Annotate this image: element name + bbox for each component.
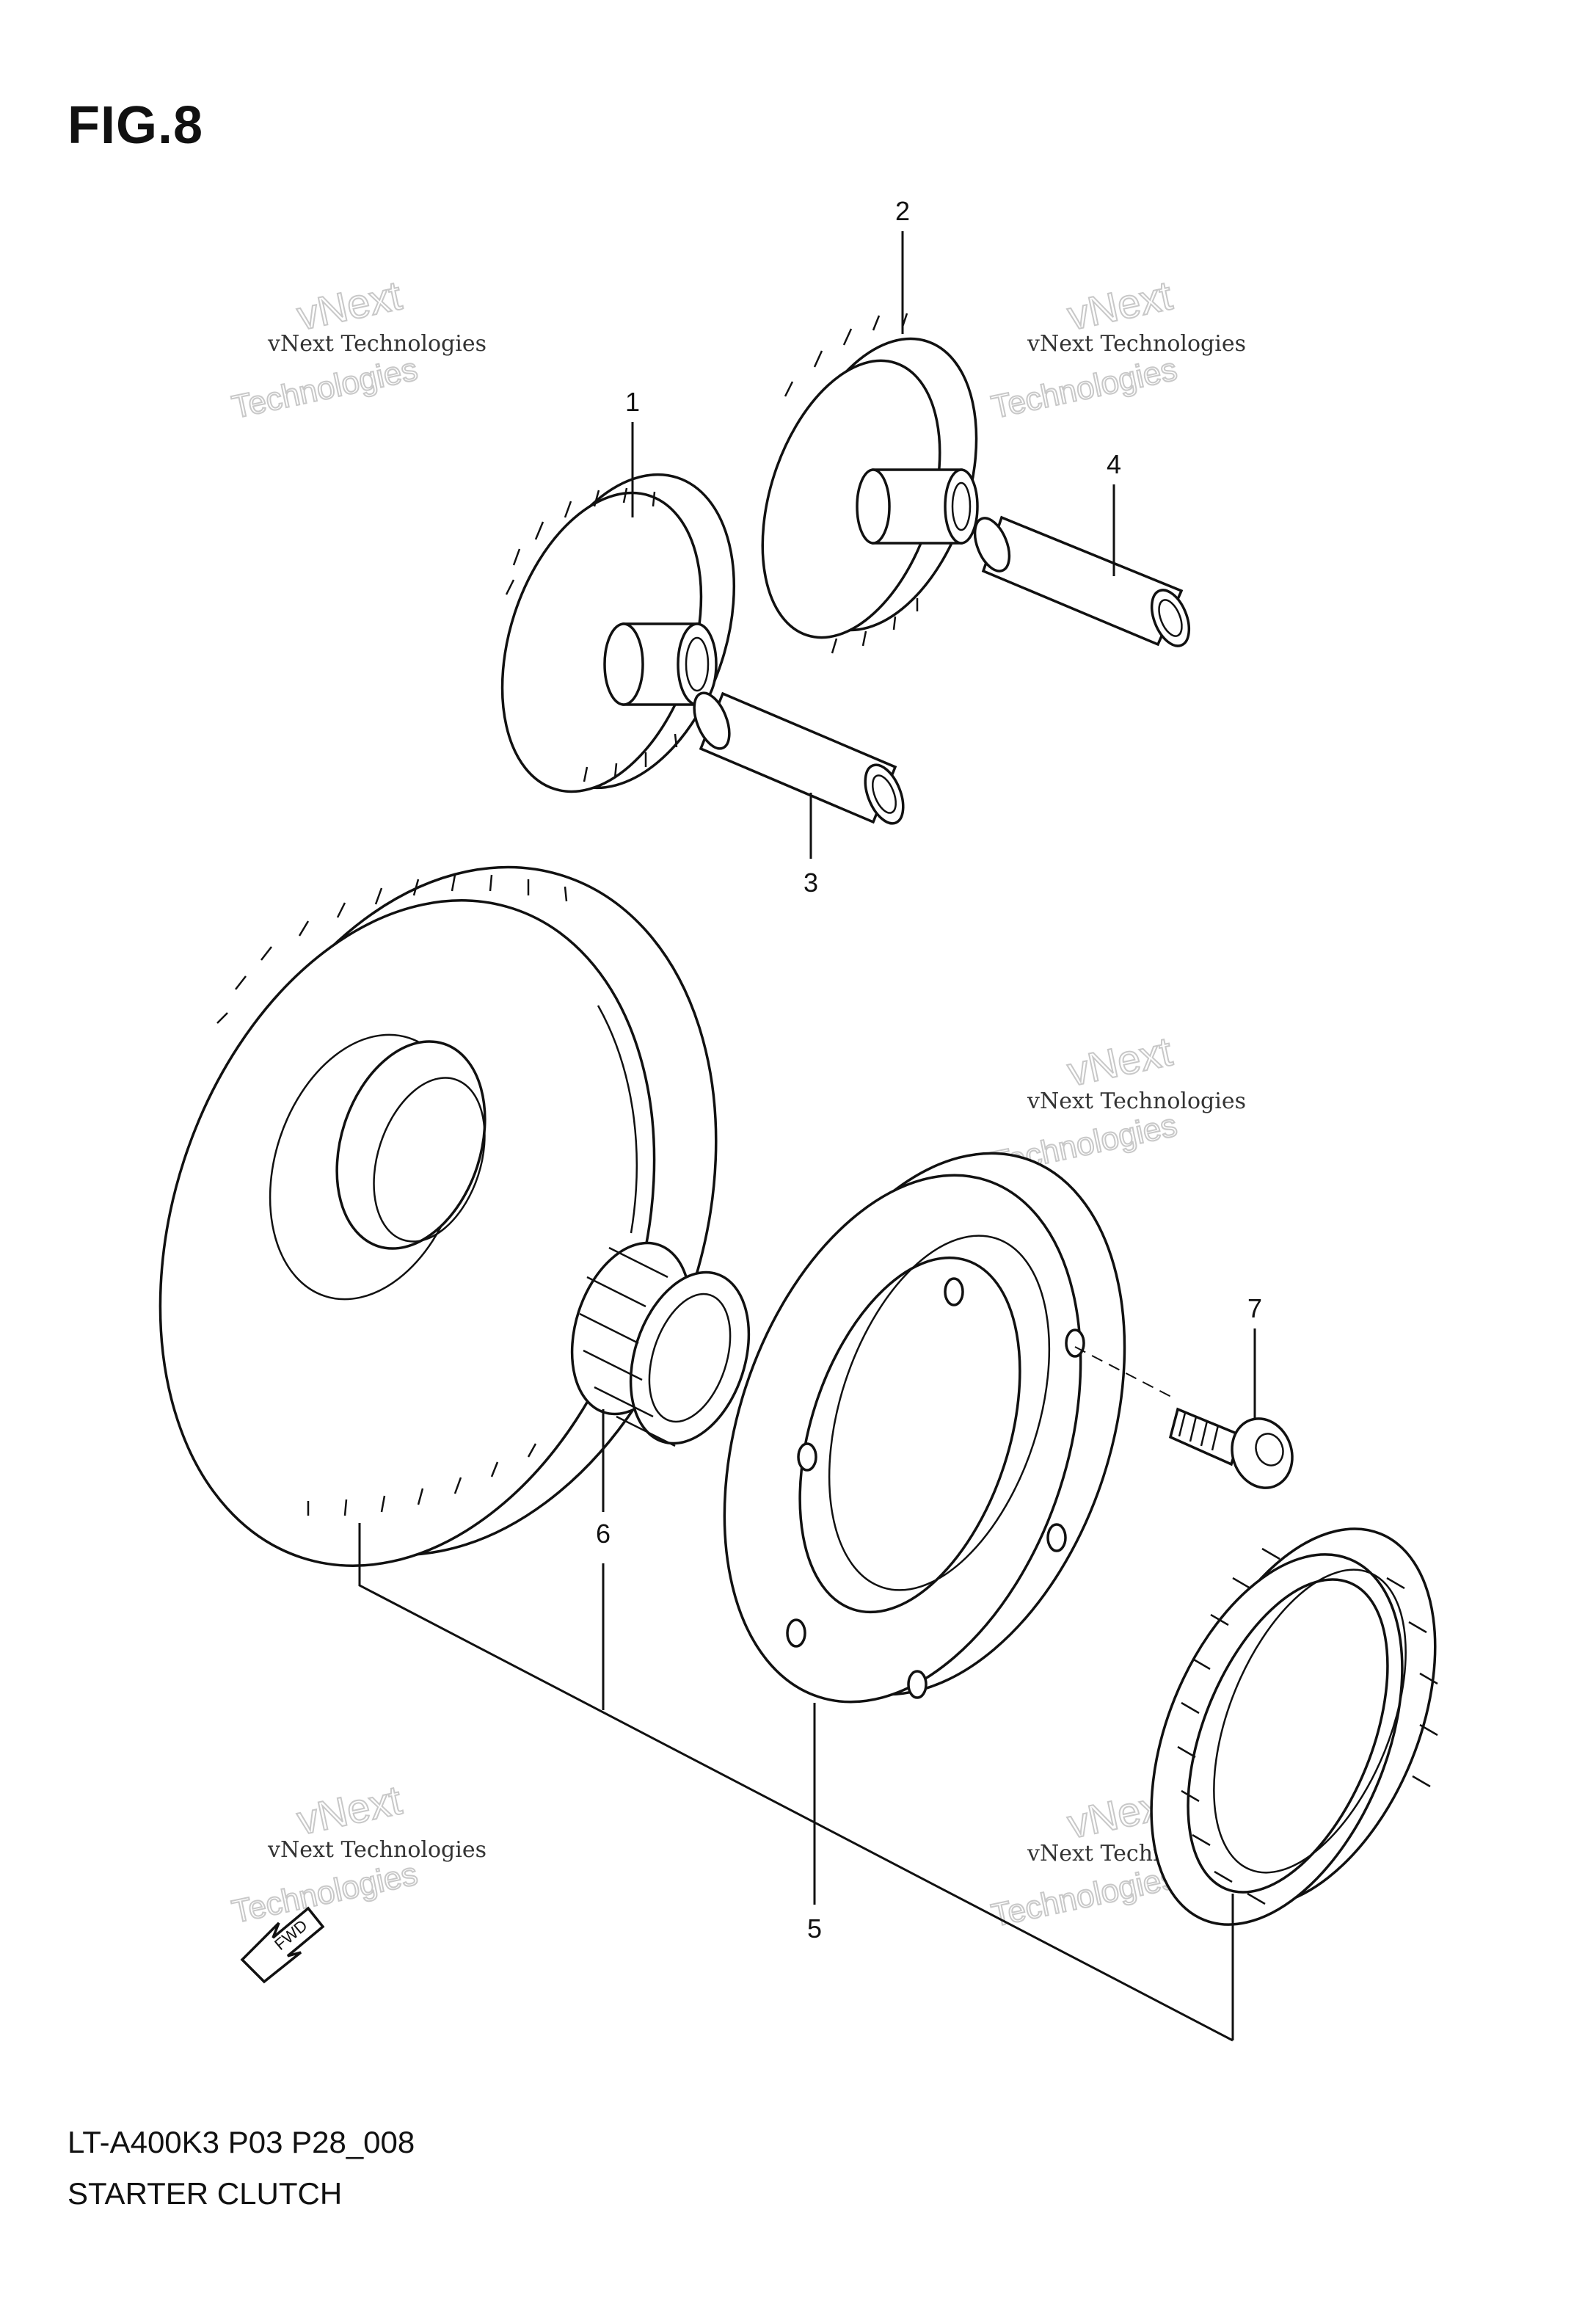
- part-7-bolt: [1074, 1346, 1294, 1489]
- svg-text:Technologies: Technologies: [988, 351, 1180, 425]
- part-5-starter-clutch: [723, 1152, 1126, 1704]
- assembly-name: STARTER CLUTCH: [68, 2176, 343, 2211]
- callout-7: 7: [1247, 1293, 1262, 1323]
- model-code: LT-A400K3 P03 P28_008: [68, 2125, 415, 2159]
- figure-title: FIG.8: [68, 96, 204, 155]
- watermark-top-right: vNext vNext Technologies Technologies: [988, 271, 1246, 426]
- starter-driven-gear: [158, 865, 718, 1567]
- callout-1: 1: [625, 387, 640, 417]
- callout-5: 5: [807, 1913, 822, 1944]
- watermark-top-left: vNext vNext Technologies Technologies: [228, 271, 487, 426]
- part-1-idle-gear: [500, 473, 736, 793]
- part-6-needle-bearing: [570, 1241, 751, 1447]
- svg-text:vNext: vNext: [293, 1776, 406, 1843]
- callout-4: 4: [1107, 449, 1121, 479]
- svg-text:vNext: vNext: [1063, 272, 1176, 338]
- svg-text:Technologies: Technologies: [988, 1859, 1180, 1933]
- svg-text:vNext Technologies: vNext Technologies: [267, 1837, 487, 1863]
- callout-labels: 1 2 3 4 5 6 7: [596, 196, 1262, 1944]
- watermark-bottom-left: vNext vNext Technologies Technologies: [228, 1775, 487, 1931]
- svg-text:vNext: vNext: [293, 272, 406, 338]
- callout-6: 6: [596, 1519, 611, 1549]
- svg-text:Technologies: Technologies: [229, 1855, 420, 1930]
- part-4-idle-gear-shaft: [973, 515, 1191, 647]
- forward-direction-arrow: FWD: [240, 1906, 325, 1984]
- part-2-idle-gear: [761, 313, 979, 654]
- svg-text:Technologies: Technologies: [229, 351, 420, 425]
- callout-3: 3: [804, 868, 818, 898]
- one-way-clutch: [1150, 1527, 1438, 1926]
- callout-2: 2: [895, 196, 910, 226]
- leader-lines: [358, 231, 1256, 2042]
- svg-text:vNext Technologies: vNext Technologies: [267, 331, 487, 357]
- svg-text:vNext: vNext: [1063, 1028, 1176, 1094]
- part-3-idle-gear-shaft: [693, 691, 905, 825]
- svg-text:vNext Technologies: vNext Technologies: [1027, 331, 1246, 357]
- svg-text:vNext Technologies: vNext Technologies: [1027, 1088, 1246, 1114]
